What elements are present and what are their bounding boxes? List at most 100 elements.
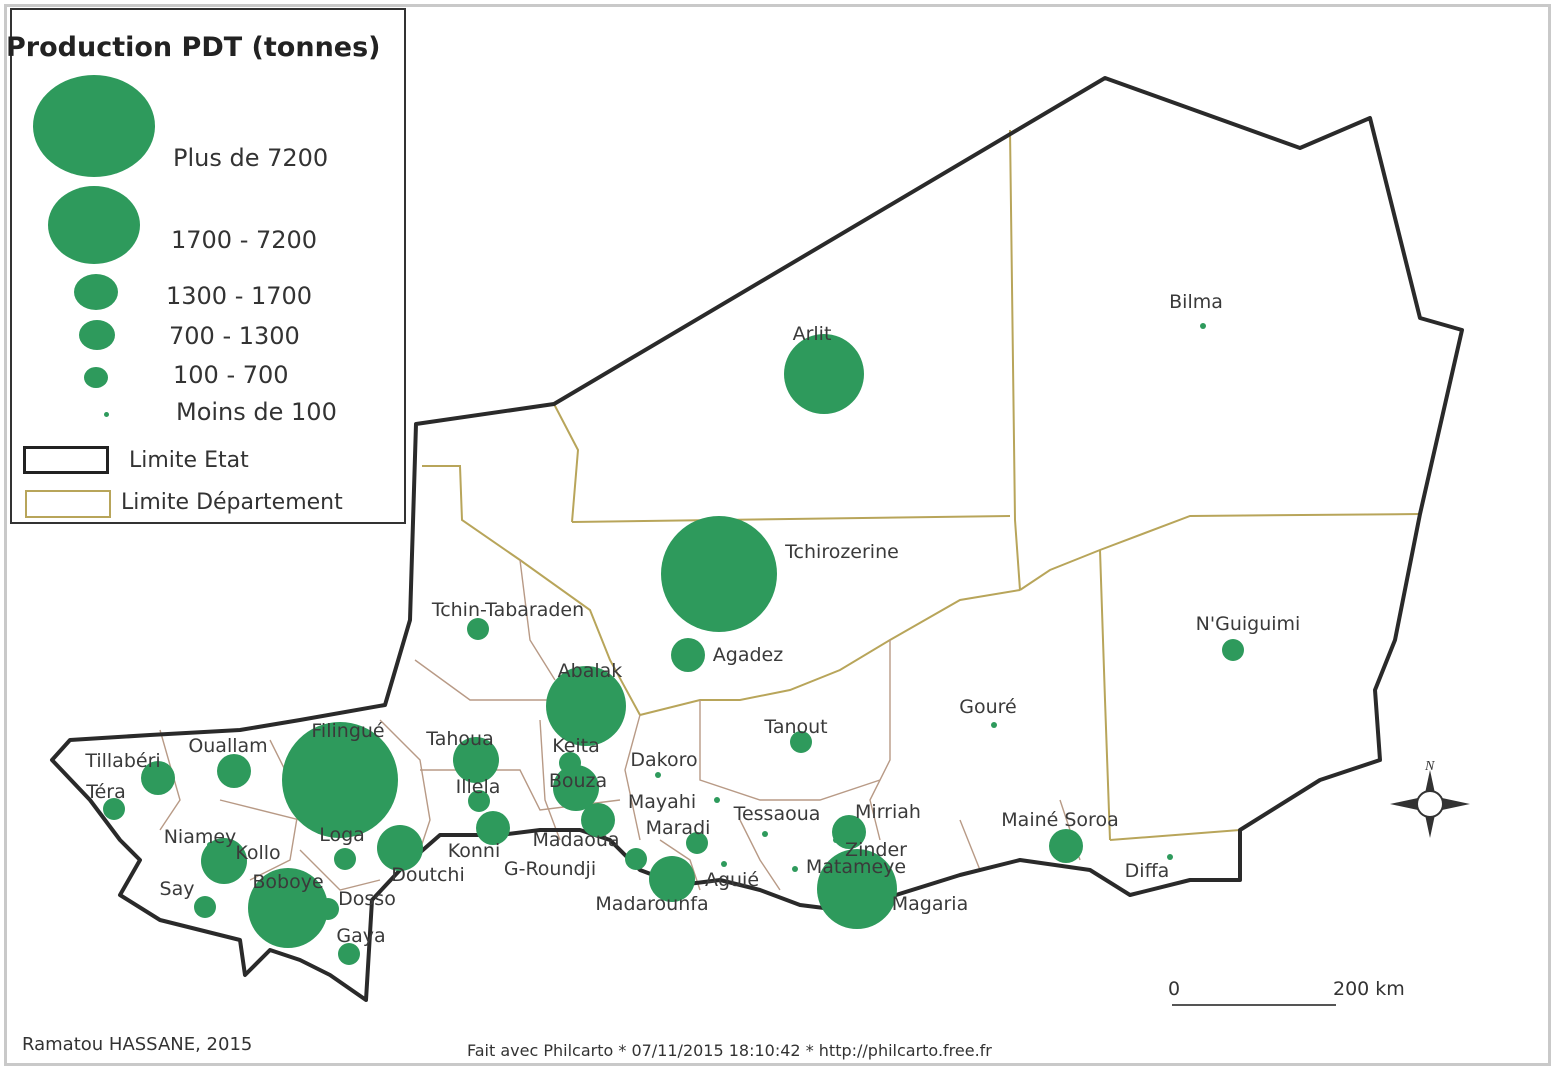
place-label-g-roundji: G-Roundji <box>504 858 596 880</box>
legend-circle-class-5 <box>104 412 109 417</box>
legend-circle-class-1 <box>48 186 140 264</box>
dept-border-zinder-diffa <box>1099 549 1111 841</box>
place-label-t-ra: Téra <box>85 781 126 803</box>
place-label-boboye: Boboye <box>252 871 323 893</box>
production-circle-illela <box>468 790 490 812</box>
dept-border-arlit-south <box>571 515 1011 523</box>
place-label-arlit: Arlit <box>793 323 832 345</box>
place-label-bouza: Bouza <box>549 770 607 792</box>
production-circle-diffa <box>1167 854 1173 860</box>
production-circle-dakoro <box>655 772 661 778</box>
place-label-madaoua: Madaoua <box>532 829 619 851</box>
legend-swatch-department <box>25 490 111 518</box>
place-label-tessaoua: Tessaoua <box>733 803 821 825</box>
map-frame <box>4 4 1551 1066</box>
place-label-ouallam: Ouallam <box>188 735 267 757</box>
place-label-bilma: Bilma <box>1169 291 1223 313</box>
production-circle-n-guiguimi <box>1222 639 1244 661</box>
place-label-zinder: Zinder <box>845 839 907 861</box>
compass-north-label: N <box>1424 759 1435 774</box>
production-circle-boboye <box>248 868 328 948</box>
place-label-gaya: Gaya <box>336 925 385 947</box>
place-label-keita: Keita <box>552 735 600 757</box>
legend-label-department: Limite Département <box>121 490 343 515</box>
production-circle-bilma <box>1200 323 1206 329</box>
dept-border-diffa-south <box>1109 829 1241 841</box>
place-label-mayahi: Mayahi <box>628 791 696 813</box>
legend-label-class-3: 700 - 1300 <box>169 322 300 350</box>
production-circle-tahoua <box>453 737 499 783</box>
production-circle-mayahi <box>714 797 720 803</box>
legend-label-class-4: 100 - 700 <box>173 361 289 389</box>
subdept-border-6 <box>379 719 431 851</box>
place-label-mirriah: Mirriah <box>855 801 921 823</box>
production-circle-tessaoua <box>762 831 768 837</box>
legend-label-class-0: Plus de 7200 <box>173 144 329 172</box>
place-label-agui-: Aguié <box>705 869 759 891</box>
production-circle-kollo <box>201 838 247 884</box>
scale-end-label: 200 km <box>1333 978 1405 1000</box>
place-label-dakoro: Dakoro <box>630 749 697 771</box>
place-label-niamey: Niamey <box>164 826 237 848</box>
place-label-doutchi: Doutchi <box>391 864 465 886</box>
production-circle-mirriah <box>832 815 866 849</box>
production-circle-konni <box>476 811 510 845</box>
place-label-maradi: Maradi <box>646 817 711 839</box>
legend-circle-class-3 <box>79 320 115 350</box>
subdept-border-2 <box>699 700 881 801</box>
production-circle-tchin-tabaraden <box>467 618 489 640</box>
production-circle-say <box>194 896 216 918</box>
production-circle-bouza <box>553 765 599 811</box>
place-label-gour-: Gouré <box>959 696 1016 718</box>
legend-swatch-state <box>23 446 109 474</box>
subdept-border-11 <box>299 849 381 891</box>
legend-title: Production PDT (tonnes) <box>6 32 381 63</box>
legend-label-class-1: 1700 - 7200 <box>171 226 318 254</box>
production-circles <box>103 323 1244 965</box>
production-circle-abalak <box>546 666 626 746</box>
production-circle-dosso <box>317 898 339 920</box>
place-label-tchirozerine: Tchirozerine <box>784 541 899 563</box>
production-circle-agadez <box>671 638 705 672</box>
place-label-filingu-: Filingué <box>311 720 384 742</box>
place-label-tillab-ri: Tillabéri <box>84 750 160 772</box>
place-label-agadez: Agadez <box>713 644 783 666</box>
subdept-border-14 <box>959 819 981 871</box>
legend-circle-class-4 <box>84 367 108 388</box>
legend-label-class-2: 1300 - 1700 <box>166 282 313 310</box>
production-circle-tanout <box>790 731 812 753</box>
legend-circle-class-2 <box>74 274 118 310</box>
place-label-tahoua: Tahoua <box>425 728 493 750</box>
scale-start-label: 0 <box>1168 978 1181 1000</box>
production-circle-tillab-ri <box>141 761 175 795</box>
place-label-tchin-tabaraden: Tchin-Tabaraden <box>431 599 584 621</box>
production-circle-gour- <box>991 722 997 728</box>
place-label-n-guiguimi: N'Guiguimi <box>1196 613 1301 635</box>
software-credit: Fait avec Philcarto * 07/11/2015 18:10:4… <box>467 1041 992 1060</box>
production-circle-tchirozerine <box>661 516 777 632</box>
production-circle-agui- <box>721 861 727 867</box>
legend-circle-class-0 <box>33 75 155 177</box>
place-label-loga: Loga <box>319 824 365 846</box>
map-legend: Production PDT (tonnes) Plus de 7200 170… <box>6 8 406 524</box>
subdept-border-3 <box>624 714 641 841</box>
production-circle-zinder <box>833 837 839 843</box>
place-label-matameye: Matameye <box>806 856 906 878</box>
place-label-madarounfa: Madarounfa <box>595 893 708 915</box>
production-circle-doutchi <box>377 825 423 871</box>
subdept-border-10 <box>539 719 561 841</box>
place-label-konni: Konni <box>448 840 501 862</box>
production-circle-magaria <box>817 849 897 929</box>
production-circle-matameye <box>792 866 798 872</box>
author-credit: Ramatou HASSANE, 2015 <box>22 1034 253 1055</box>
dept-border-bilma-west <box>1009 129 1021 591</box>
dept-border-bilma-south <box>1019 513 1421 591</box>
dept-border-arlit-west <box>553 403 580 523</box>
production-circle-g-roundji <box>625 848 647 870</box>
production-circle-loga <box>334 848 356 870</box>
place-label-main-soroa: Mainé Soroa <box>1001 809 1118 831</box>
subdept-border-8 <box>159 729 181 831</box>
subdept-border-13 <box>739 819 781 891</box>
place-label-illela: Illela <box>456 776 501 798</box>
